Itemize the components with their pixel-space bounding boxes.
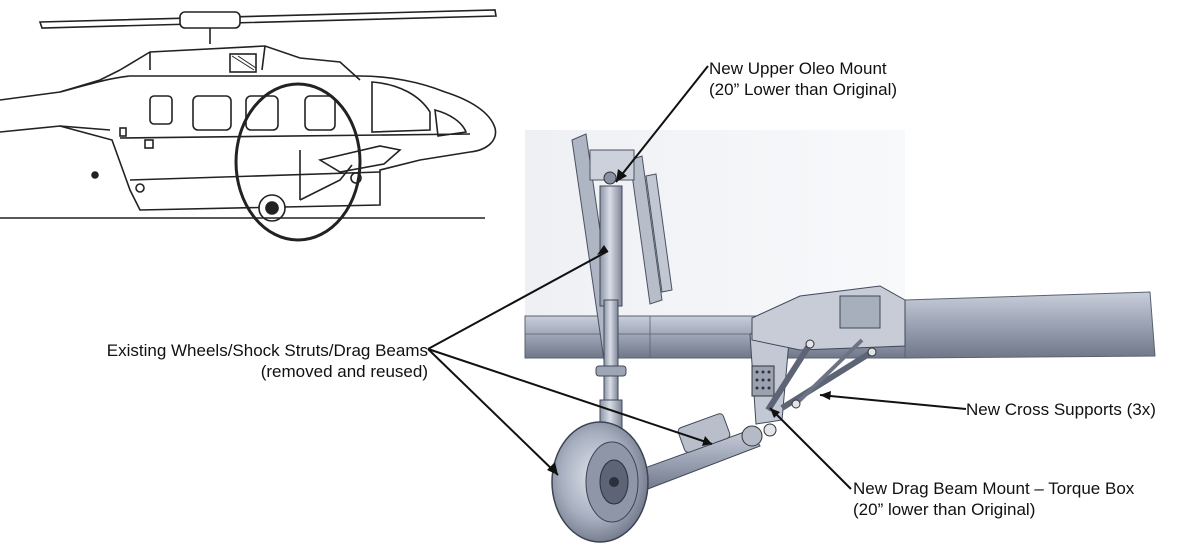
cross-supports-title: New Cross Supports (3x) <box>966 400 1156 419</box>
label-drag-beam-mount: New Drag Beam Mount – Torque Box (20” lo… <box>853 478 1134 520</box>
existing-components-title: Existing Wheels/Shock Struts/Drag Beams <box>106 341 428 360</box>
drag-beam-title: New Drag Beam Mount – Torque Box <box>853 479 1135 498</box>
upper-oleo-note: (20” Lower than Original) <box>709 80 898 99</box>
helicopter-sketch <box>0 9 497 242</box>
leader-arrowheads <box>547 169 831 475</box>
upper-oleo-title: New Upper Oleo Mount <box>709 59 887 78</box>
existing-components-note: (removed and reused) <box>260 362 428 381</box>
gear-rendering <box>524 130 1156 543</box>
label-existing-components: Existing Wheels/Shock Struts/Drag Beams … <box>22 340 428 382</box>
leader-lines <box>427 65 967 490</box>
label-cross-supports: New Cross Supports (3x) <box>966 399 1156 420</box>
drag-beam-note: (20” lower than Original) <box>853 500 1036 519</box>
label-upper-oleo-mount: New Upper Oleo Mount (20” Lower than Ori… <box>709 58 897 100</box>
